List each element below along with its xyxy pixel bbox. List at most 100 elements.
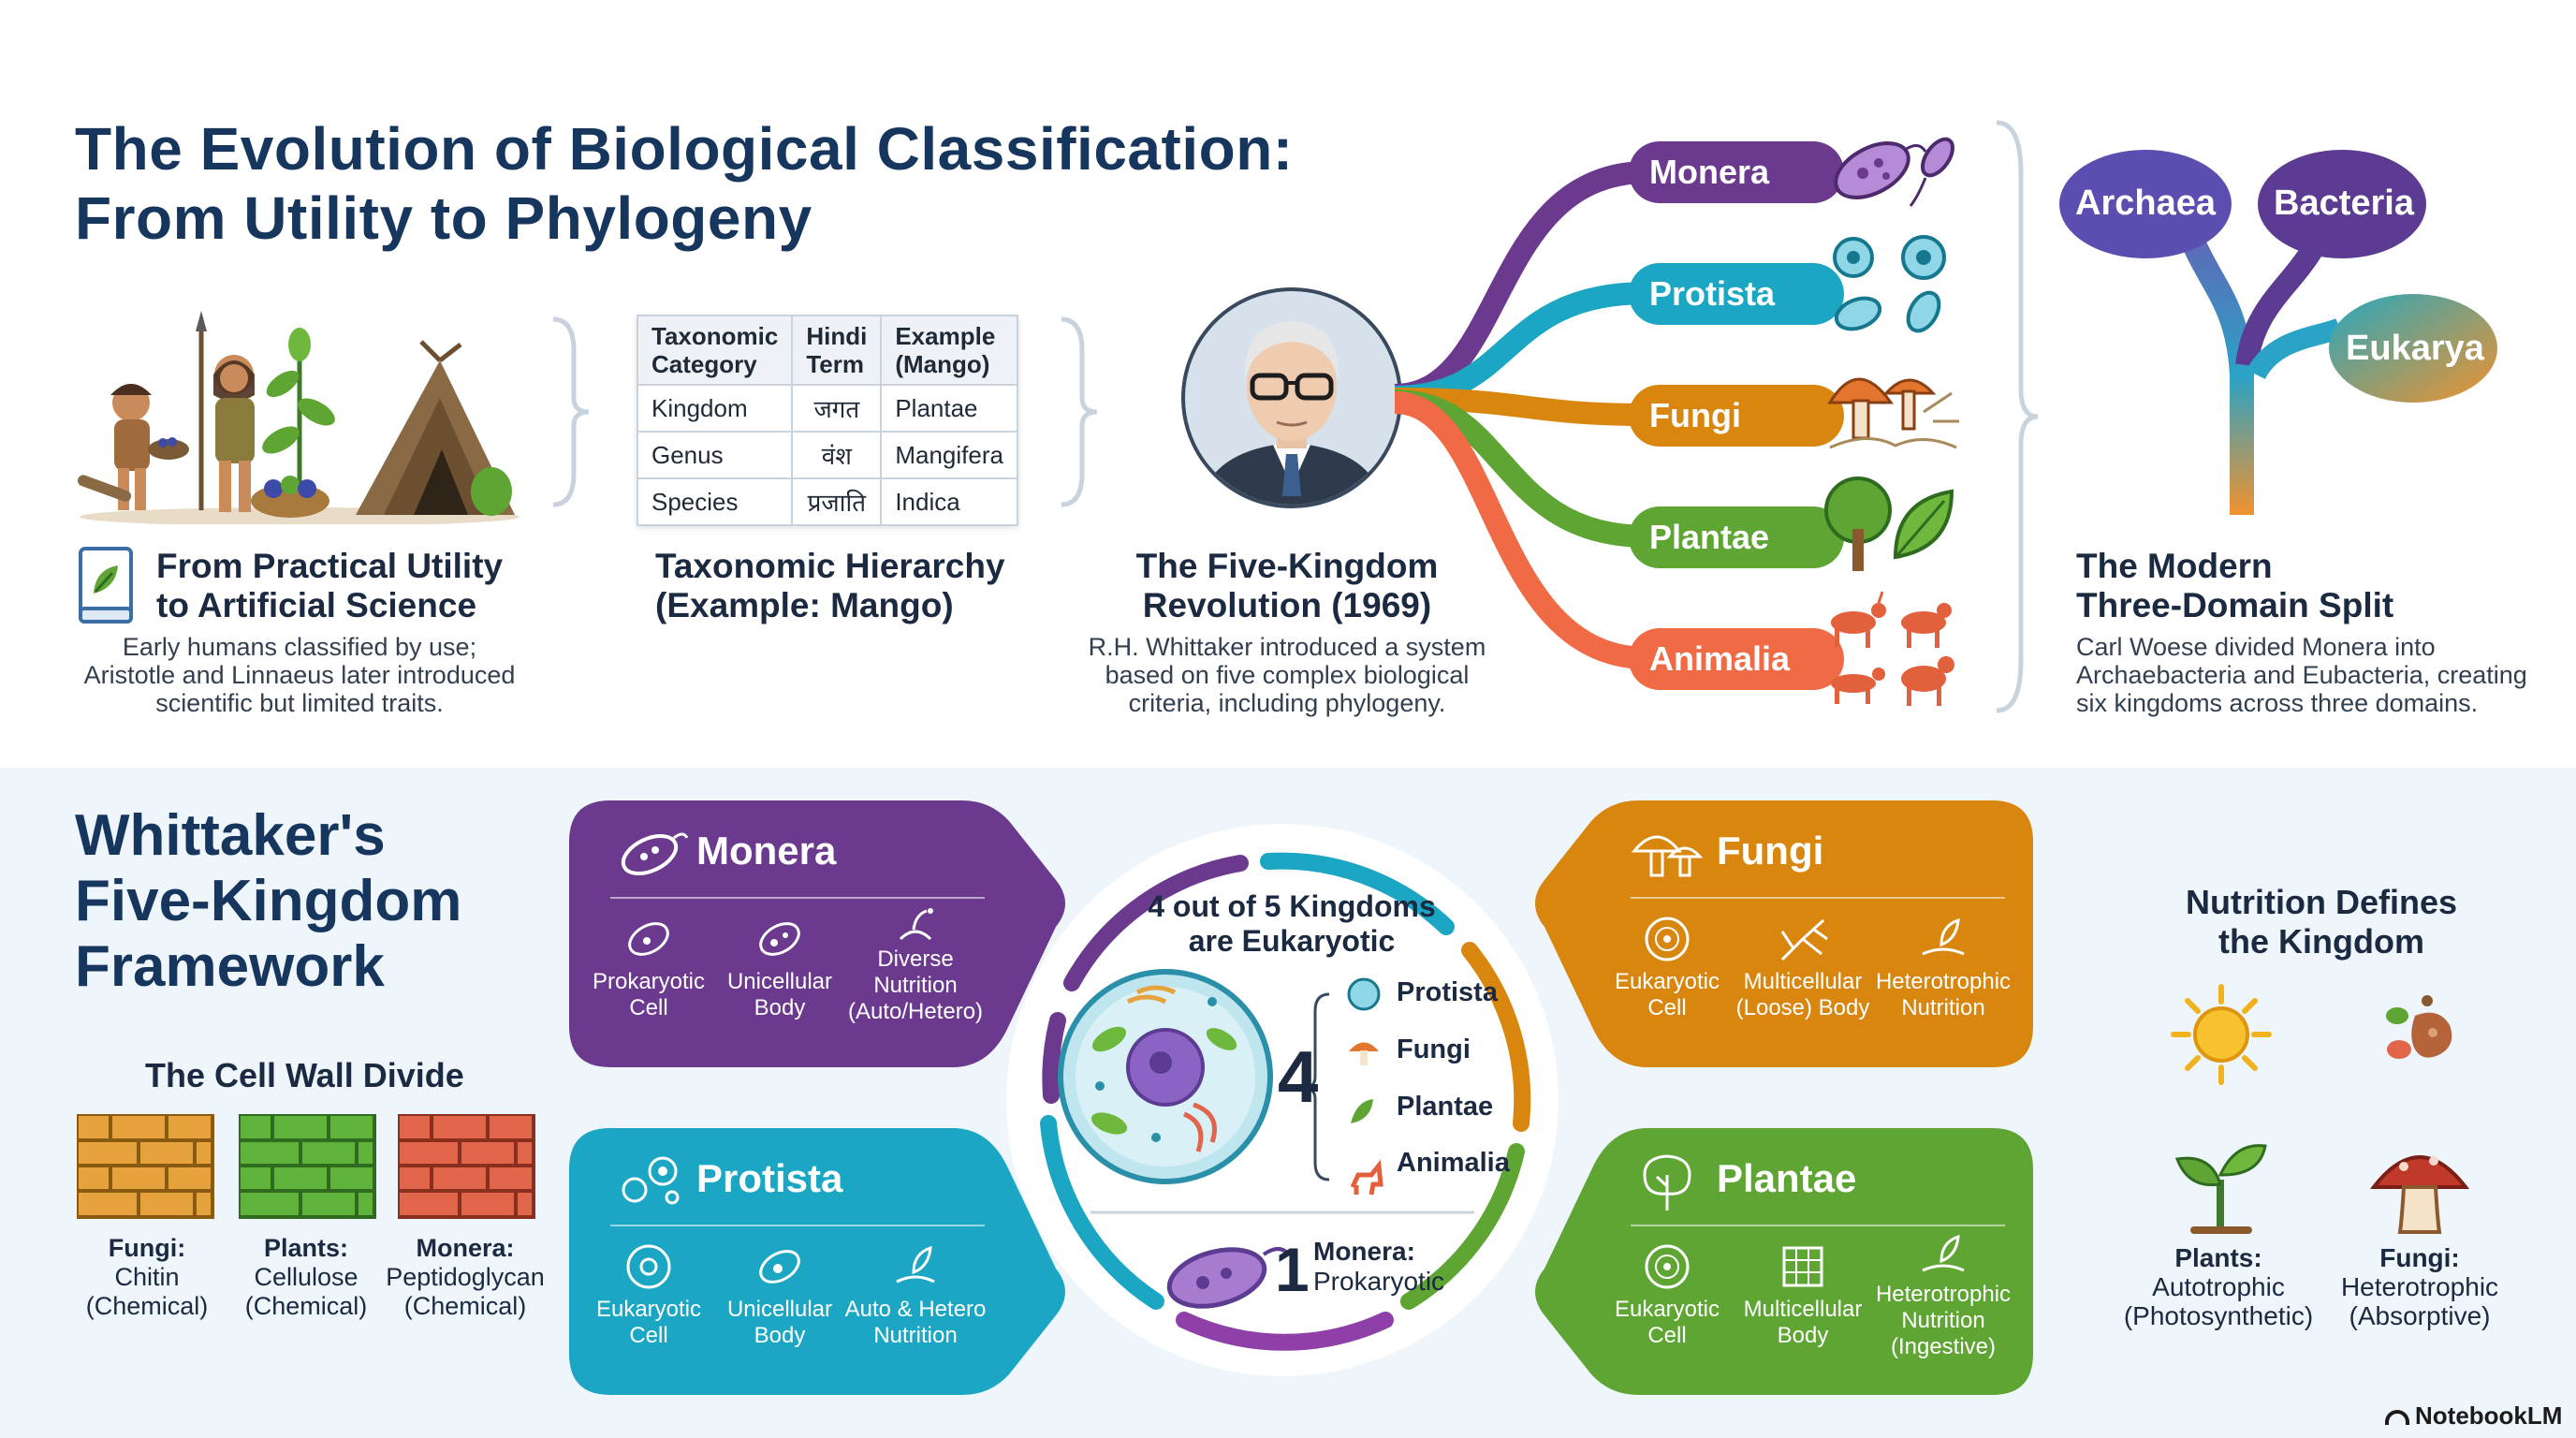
tree-icon [1643, 1154, 1691, 1211]
brace-connector-2 [1061, 316, 1098, 507]
utility-body: Early humans classified by use; Aristotl… [83, 633, 516, 717]
mushroom-icon [1827, 377, 1959, 449]
ring-heading: 4 out of 5 Kingdoms are Eukaryotic [1148, 889, 1436, 958]
domains-body: Carl Woese divided Monera into Archaebac… [2076, 633, 2527, 717]
bacterium-icon [621, 832, 689, 875]
table-cell: Mangifera [880, 431, 1018, 479]
hand-leaf-icon [896, 1245, 935, 1284]
protista-card-title: Protista [696, 1156, 843, 1200]
cellwall-plants-caption: Plants: Cellulose (Chemical) [244, 1234, 368, 1320]
protista-card-bg [569, 1128, 1065, 1395]
eukaryotic-count: 4 [1278, 1035, 1319, 1118]
list-item-fungi: Fungi [1397, 1034, 1471, 1064]
framework-title: Whittaker's Five-Kingdom Framework [75, 803, 462, 999]
brick-wall-fungi-icon [77, 1114, 214, 1219]
kingdom-pill-animalia: Animalia [1629, 628, 1844, 690]
hand-leaf-icon [1922, 917, 1965, 956]
three-domain-tree [2059, 150, 2497, 515]
cell-grid-icon [1782, 1246, 1823, 1287]
organic-matter-icon [2386, 995, 2452, 1059]
plantae-card-title: Plantae [1717, 1156, 1857, 1200]
notebooklm-logo-icon [2385, 1410, 2409, 1426]
card-divider [610, 1225, 985, 1226]
title-line-1: The Evolution of Biological Classificati… [75, 115, 1294, 183]
mushroom-icon [1631, 835, 1704, 877]
list-item-animalia: Animalia [1397, 1148, 1510, 1178]
eukaryotic-cell-icon [1645, 917, 1690, 961]
hyphae-icon [1780, 918, 1828, 961]
cellwall-fungi-caption: Fungi: Chitin (Chemical) [85, 1234, 209, 1320]
prokaryotic-count: 1 [1275, 1235, 1310, 1304]
animals-icon [1831, 591, 1954, 706]
table-cell: प्रजाति [791, 477, 883, 526]
table-cell: Species [636, 477, 794, 526]
kingdom-pill-protista: Protista [1629, 263, 1844, 325]
nutrition-title: Nutrition Defines the Kingdom [2185, 883, 2457, 961]
brick-wall-monera-icon [398, 1114, 535, 1219]
whittaker-title: The Five-Kingdom Revolution (1969) [1135, 547, 1439, 624]
table-row: Genus वंश Mangifera [636, 431, 1018, 479]
card-divider [610, 897, 985, 899]
table-cell: Kingdom [636, 384, 794, 433]
table-cell: Indica [880, 477, 1018, 526]
eukaryotic-cell-icon [1645, 1244, 1690, 1289]
mushroom-icon [2369, 1155, 2470, 1234]
cellwall-title: The Cell Wall Divide [145, 1056, 464, 1094]
domain-bacteria: Bacteria [2274, 183, 2414, 223]
monera-card-title: Monera [696, 829, 837, 873]
protist-cells-icon [622, 1156, 680, 1205]
single-cell-icon [759, 1250, 800, 1284]
title-line-2: From Utility to Phylogeny [75, 184, 812, 252]
nutrition-fungi-caption: Fungi: Heterotrophic (Absorptive) [2340, 1243, 2499, 1330]
seedling-icon [2174, 1144, 2267, 1234]
nutrition-plants-caption: Plants: Autotrophic (Photosynthetic) [2123, 1243, 2314, 1330]
domain-eukarya: Eukarya [2346, 329, 2484, 368]
kingdom-pill-fungi: Fungi [1629, 385, 1844, 447]
domain-archaea: Archaea [2075, 183, 2216, 223]
table-cell: जगत [791, 384, 883, 433]
kingdom-pill-plantae: Plantae [1629, 506, 1844, 568]
book-leaf-icon [79, 547, 133, 624]
hand-leaf-icon [1922, 1234, 1965, 1272]
list-item-plantae: Plantae [1397, 1092, 1494, 1122]
whittaker-portrait [1181, 287, 1402, 508]
monera-card-bg [569, 800, 1065, 1067]
domains-title: The Modern Three-Domain Split [2076, 547, 2394, 624]
feature-multicellular-loose-body: Multicellular(Loose) Body [1728, 913, 1878, 1021]
table-cell: वंश [791, 431, 883, 479]
cellwall-monera-caption: Monera: Peptidoglycan (Chemical) [386, 1234, 545, 1320]
monera-prokaryotic-label: Monera: Prokaryotic [1313, 1237, 1445, 1296]
kingdom-branches [1395, 161, 1657, 669]
cell-icon [628, 922, 669, 956]
table-row: Species प्रजाति Indica [636, 477, 1018, 526]
fungi-card-title: Fungi [1717, 829, 1824, 873]
utility-title: From Practical Utility to Artificial Sci… [156, 547, 504, 624]
page-title: The Evolution of Biological Classificati… [75, 114, 1294, 253]
table-row: Kingdom जगत Plantae [636, 384, 1018, 433]
kingdom-pill-monera: Monera [1629, 141, 1844, 203]
table-header: Example(Mango) [880, 315, 1018, 386]
sparkle-leaf-icon [899, 908, 933, 941]
brand-watermark: NotebookLM [2385, 1401, 2562, 1431]
bacteria-icon [1834, 137, 1954, 207]
brick-wall-plants-icon [239, 1114, 376, 1219]
